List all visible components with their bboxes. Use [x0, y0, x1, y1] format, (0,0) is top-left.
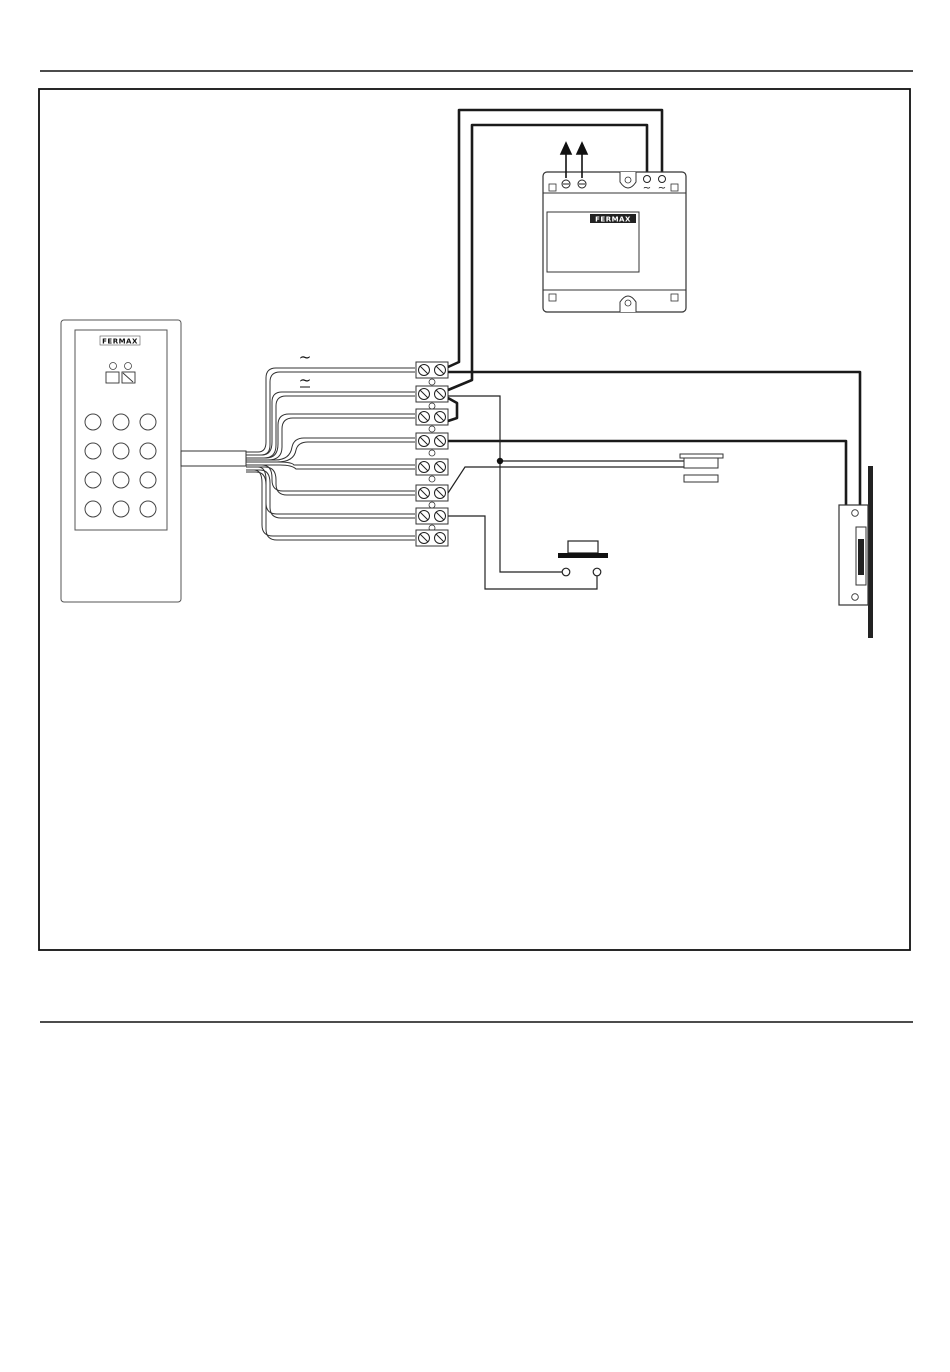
supply-ac-label-2: ~ — [658, 183, 666, 194]
led-1-icon — [110, 363, 117, 370]
terminal — [416, 530, 448, 546]
keypad-panel: FERMAX — [61, 320, 181, 602]
cable-wires — [246, 368, 415, 540]
terminal — [416, 508, 448, 531]
key-icon — [140, 443, 156, 459]
button-contact-icon — [562, 568, 570, 576]
keypad-brand: FERMAX — [102, 338, 138, 346]
terminal — [416, 485, 448, 508]
key-icon — [113, 443, 129, 459]
sensor-contact — [680, 454, 723, 482]
key-icon — [113, 472, 129, 488]
signal-wires — [448, 396, 684, 589]
key-icon — [85, 443, 101, 459]
wire-ac-label-1: ~ — [299, 348, 312, 366]
terminal-block — [416, 362, 448, 546]
supply-brand: FERMAX — [595, 216, 631, 224]
led-2-icon — [125, 363, 132, 370]
terminal — [416, 433, 448, 456]
supply-ac-label-1: ~ — [643, 183, 651, 194]
push-button — [558, 541, 608, 576]
door-closed-icon — [106, 372, 119, 383]
electric-lock — [839, 466, 873, 638]
power-supply: ~ ~ FERMAX — [543, 172, 686, 312]
door-open-icon — [122, 372, 135, 383]
input-screw-icon — [659, 176, 666, 183]
key-icon — [85, 472, 101, 488]
wire-junction-dot — [497, 458, 503, 464]
terminal — [416, 362, 448, 385]
terminal — [416, 409, 448, 432]
input-screw-icon — [644, 176, 651, 183]
terminal — [416, 386, 448, 409]
key-icon — [85, 501, 101, 517]
key-icon — [140, 501, 156, 517]
key-icon — [85, 414, 101, 430]
button-contact-icon — [593, 568, 601, 576]
cable-sheath — [181, 451, 246, 466]
terminal — [416, 459, 448, 482]
key-icon — [113, 501, 129, 517]
key-icon — [113, 414, 129, 430]
key-icon — [140, 414, 156, 430]
wire-ac-label-2: ~ — [299, 371, 312, 389]
key-icon — [140, 472, 156, 488]
